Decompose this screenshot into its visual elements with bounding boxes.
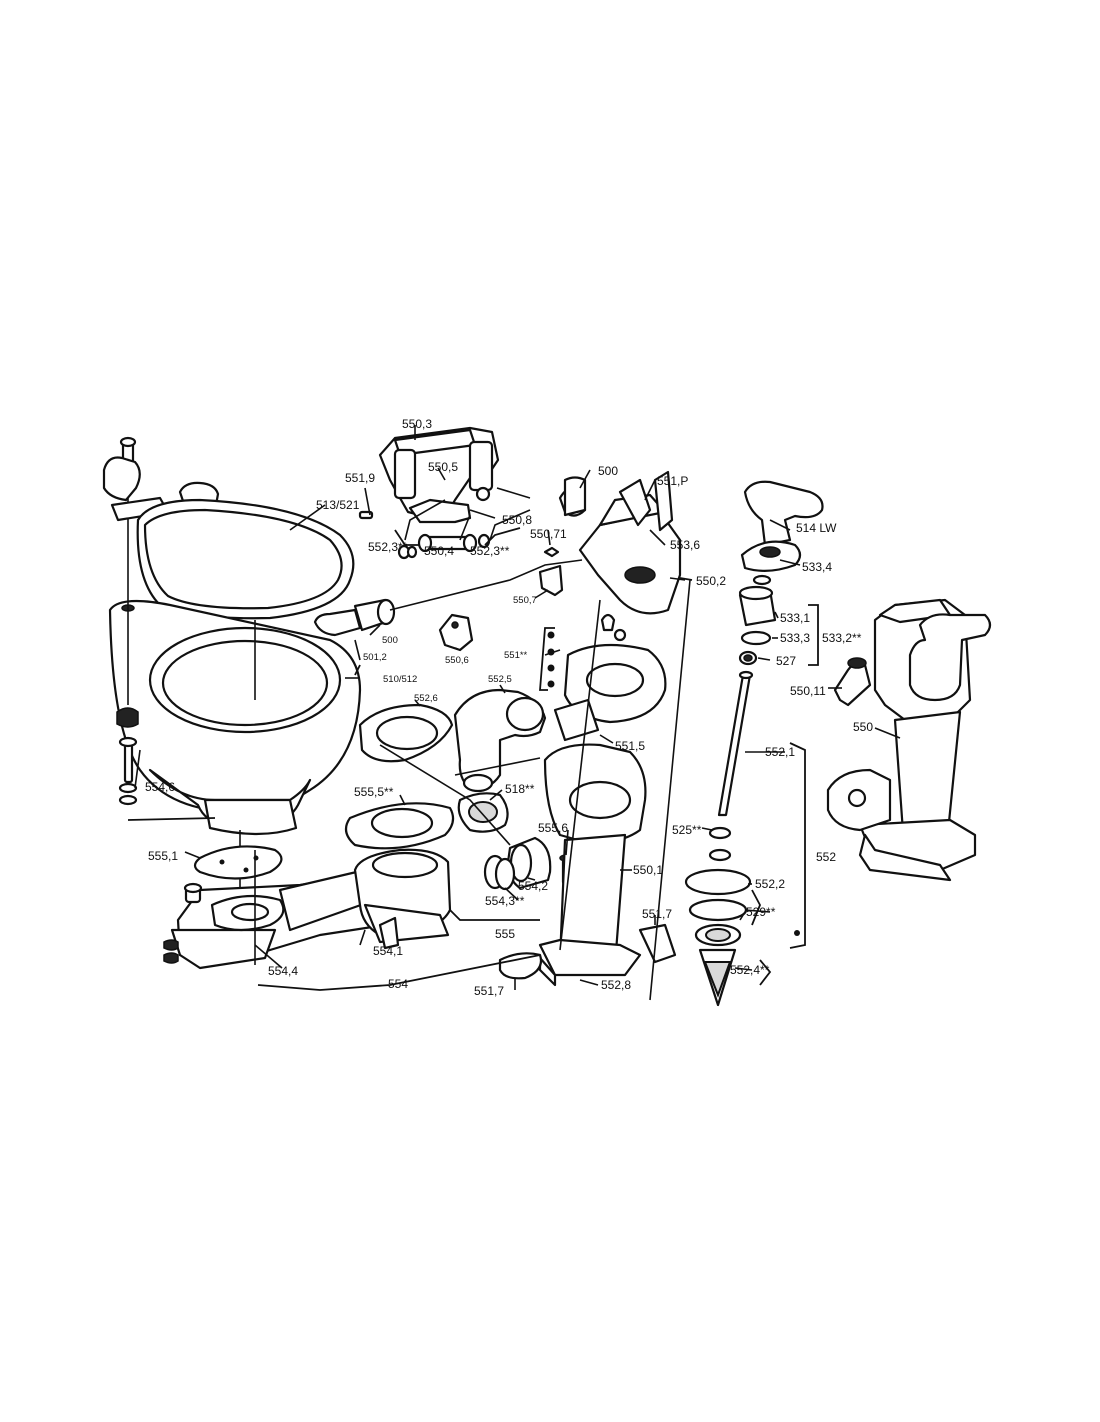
callout-552-3-right: 552,3**	[470, 544, 510, 558]
callout-550-2: 550,2	[696, 574, 726, 588]
callout-552: 552	[816, 850, 836, 864]
callout-551-9: 551,9	[345, 471, 375, 485]
callout-555-6: 555,6	[538, 821, 568, 835]
callout-552-4: 552,4**	[730, 963, 770, 977]
callout-555-1: 555,1	[148, 849, 178, 863]
toilet-bowl-assembly	[102, 436, 362, 915]
callout-554-6: 554,6	[145, 780, 175, 794]
valve-body	[344, 688, 573, 950]
callout-550-11: 550,11	[790, 684, 826, 698]
callout-550: 550	[853, 720, 873, 734]
callout-529: 529**	[746, 905, 776, 919]
callout-552-6: 552,6	[414, 693, 438, 704]
callout-527: 527	[776, 654, 796, 668]
callout-501-2: 501,2	[363, 652, 387, 663]
callout-552-8: 552,8	[601, 978, 631, 992]
callout-533-4: 533,4	[802, 560, 832, 574]
callout-labels: 550,3 550,5 551,9 513/521 500 551,P 550,…	[145, 417, 873, 998]
complete-pump-unit	[826, 598, 992, 882]
callout-525: 525**	[672, 823, 702, 837]
grouping-brackets	[127, 527, 819, 991]
callout-552-5: 552,5	[488, 674, 512, 685]
callout-533-1: 533,1	[780, 611, 810, 625]
callout-555-5: 555,5**	[354, 785, 394, 799]
callout-550-8: 550,8	[502, 513, 532, 527]
callout-500-mid: 500	[382, 635, 398, 646]
callout-554: 554	[388, 977, 408, 991]
piston-rod-assembly	[684, 480, 824, 1007]
callout-514-lw: 514 LW	[796, 521, 837, 535]
leader-lines	[134, 425, 901, 1001]
callout-551: 551**	[504, 650, 528, 661]
callout-550-6: 550,6	[445, 655, 469, 666]
base-casting	[163, 845, 387, 970]
callout-551-5: 551,5	[615, 739, 645, 753]
callout-513-521: 513/521	[316, 498, 360, 512]
callout-552-2: 552,2	[755, 877, 785, 891]
callout-553-6: 553,6	[670, 538, 700, 552]
callout-510-512: 510/512	[383, 674, 417, 685]
callout-554-1: 554,1	[373, 944, 403, 958]
callout-518: 518**	[505, 782, 535, 796]
callout-550-7: 550,7	[513, 595, 537, 606]
callout-552-1: 552,1	[765, 745, 795, 759]
callout-550-1: 550,1	[633, 863, 663, 877]
callout-551-7-lower: 551,7	[474, 984, 504, 998]
callout-500-top: 500	[598, 464, 618, 478]
callout-550-3: 550,3	[402, 417, 432, 431]
callout-533-2: 533,2**	[822, 631, 862, 645]
callout-550-71: 550,71	[530, 527, 567, 541]
callout-550-4: 550,4	[424, 544, 454, 558]
callout-550-5: 550,5	[428, 460, 458, 474]
pump-center-assembly	[498, 470, 682, 987]
callout-554-3: 554,3**	[485, 894, 525, 908]
callout-554-2: 554,2	[518, 879, 548, 893]
callout-554-4: 554,4	[268, 964, 298, 978]
callout-552-3-left: 552,3**	[368, 540, 408, 554]
callout-555: 555	[495, 927, 515, 941]
callout-551-p: 551,P	[657, 474, 688, 488]
callout-533-3: 533,3	[780, 631, 810, 645]
callout-551-7-upper: 551,7	[642, 907, 672, 921]
